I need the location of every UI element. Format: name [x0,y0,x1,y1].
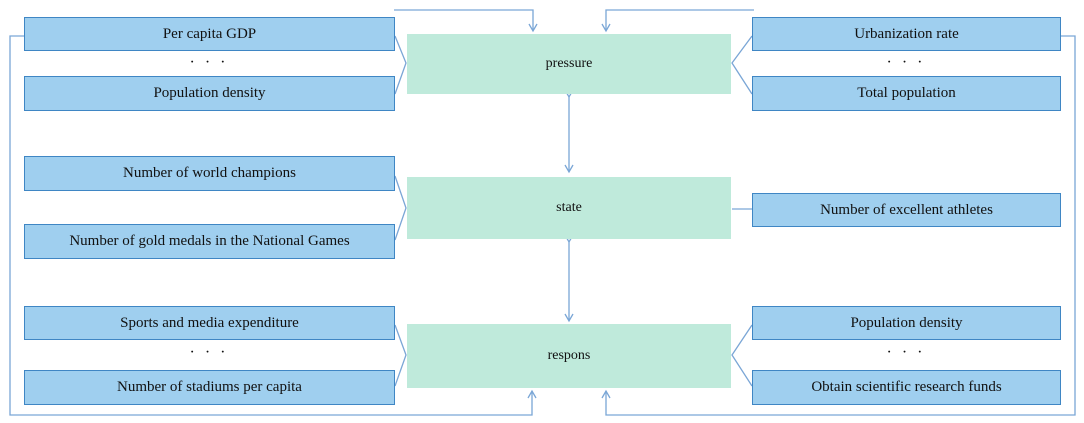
indicator-sports-media-expenditure: Sports and media expenditure [24,306,395,340]
indicator-label: Number of excellent athletes [820,201,993,218]
state-box: state [407,177,731,239]
ellipsis: · · · [189,54,229,71]
indicator-urbanization-rate: Urbanization rate [752,17,1061,51]
top-right-feedback-link [601,9,754,33]
indicator-per-capita-gdp: Per capita GDP [24,17,395,51]
indicator-label: Per capita GDP [162,25,257,42]
respons-label: respons [547,348,591,363]
indicator-label: Number of gold medals in the National Ga… [69,233,350,249]
state-label: state [556,200,582,215]
left-pressure-bracket [394,35,407,95]
indicator-population-density-right: Population density [752,306,1061,340]
ellipsis: · · · [189,344,229,361]
right-respons-bracket [731,324,753,387]
indicator-label: Urbanization rate [854,25,959,42]
indicator-label: Total population [857,85,956,101]
left-feedback-loop [9,35,537,416]
indicator-label: Obtain scientific research funds [811,379,1002,395]
top-left-feedback-link [394,9,538,33]
indicator-world-champions: Number of world champions [24,156,395,191]
respons-box: respons [407,324,731,388]
indicator-excellent-athletes: Number of excellent athletes [752,193,1061,227]
indicator-stadiums-per-capita: Number of stadiums per capita [24,370,395,405]
indicator-label: Number of world champions [123,165,296,181]
right-pressure-bracket [731,35,753,95]
indicator-label: Population density [850,314,963,331]
ellipsis: · · · [886,54,926,71]
left-respons-bracket [394,324,407,387]
indicator-national-games-gold-medals: Number of gold medals in the National Ga… [24,224,395,259]
right-feedback-loop [601,35,1076,416]
indicator-research-funds: Obtain scientific research funds [752,370,1061,405]
pressure-box: pressure [407,34,731,94]
indicator-label: Population density [153,85,266,101]
pressure-label: pressure [545,56,593,71]
indicator-label: Number of stadiums per capita [117,379,302,395]
indicator-total-population: Total population [752,76,1061,111]
ellipsis: · · · [886,344,926,361]
indicator-label: Sports and media expenditure [120,314,299,331]
indicator-population-density: Population density [24,76,395,111]
left-state-bracket [394,175,407,241]
